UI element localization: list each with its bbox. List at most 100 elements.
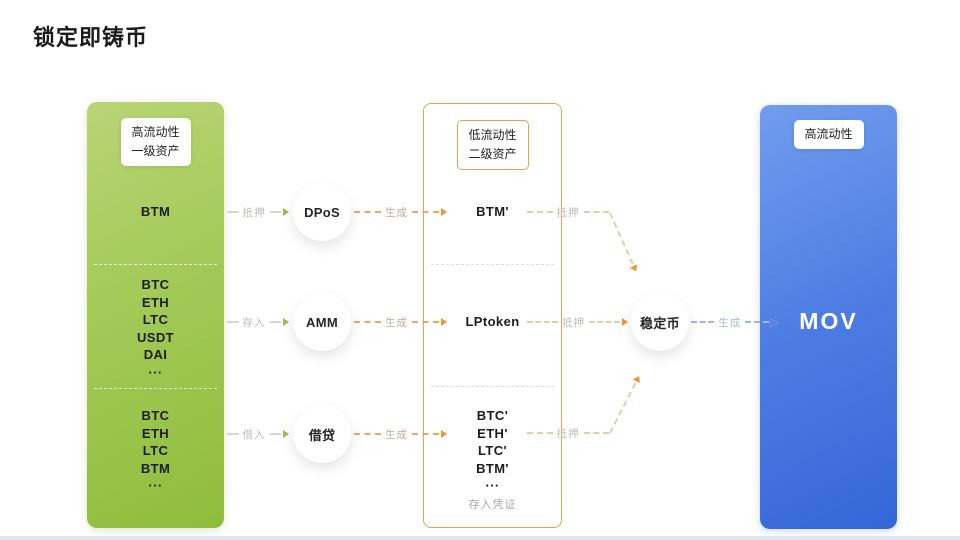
dashed-line — [269, 433, 281, 435]
dashed-line — [527, 211, 553, 213]
dashed-line — [227, 211, 239, 213]
process-circle-dpos: DPoS — [293, 183, 351, 241]
asset-label: LPtoken — [465, 314, 520, 329]
dashed-line — [745, 321, 769, 323]
asset-label: ETH' — [477, 425, 508, 441]
connector-label: 生成 — [718, 316, 742, 329]
dashed-line — [227, 433, 239, 435]
arrowhead-right-icon — [441, 430, 447, 438]
dashed-line — [354, 433, 381, 435]
asset-label: BTM' — [476, 460, 509, 476]
dashed-line — [583, 211, 609, 213]
primary-assets-tag: 高流动性 一级资产 — [120, 118, 191, 167]
asset-label: BTC — [141, 408, 170, 423]
asset-group-lptoken: LPtoken — [424, 313, 561, 331]
asset-label: BTM' — [476, 204, 509, 219]
asset-label: USDT — [137, 329, 174, 345]
asset-label: LTC — [142, 443, 169, 458]
arrowhead-right-icon — [622, 318, 628, 326]
asset-group-lending-assets: BTC ETH LTC BTM ··· — [87, 407, 224, 495]
dashed-line — [609, 212, 634, 265]
arrowhead-right-icon — [283, 208, 289, 216]
connector-generate-mov: 生成 ▷ — [691, 315, 780, 329]
secondary-assets-panel: 低流动性 二级资产 BTM' LPtoken BTC' ETH' LTC' BT… — [423, 103, 562, 528]
connector-label: 生成 — [385, 316, 408, 329]
divider — [94, 388, 217, 389]
connector-diagonal-up — [606, 374, 644, 436]
asset-label: DAI — [143, 347, 168, 362]
asset-group-deposit-certs: BTC' ETH' LTC' BTM' ··· — [424, 407, 561, 495]
connector-collateralize-bottom: 抵押 — [527, 427, 609, 440]
connector-label: 抵押 — [562, 316, 585, 329]
divider — [94, 264, 217, 265]
arrowhead-right-icon — [441, 318, 447, 326]
connector-collateralize-dpos: 抵押 — [227, 206, 289, 219]
deposit-certificate-note: 存入凭证 — [468, 499, 517, 511]
dashed-line — [412, 433, 439, 435]
divider — [431, 264, 554, 265]
connector-label: 生成 — [385, 428, 408, 441]
primary-assets-panel: 高流动性 一级资产 BTM BTC ETH LTC USDT DAI ··· B… — [87, 102, 224, 528]
asset-label: BTM — [140, 204, 171, 219]
arrowhead-icon — [629, 264, 640, 274]
mov-label: MOV — [799, 308, 858, 334]
asset-label: BTC — [141, 277, 170, 292]
process-circle-lending: 借贷 — [293, 405, 351, 463]
dashed-line — [583, 432, 609, 434]
tag-line: 低流动性 — [468, 128, 517, 142]
dashed-line — [354, 211, 381, 213]
dashed-line — [269, 211, 281, 213]
connector-label: 借入 — [242, 428, 266, 441]
connector-label: 存入 — [242, 316, 266, 329]
tag-line: 高流动性 — [804, 127, 853, 141]
connector-label: 抵押 — [556, 206, 580, 219]
asset-label: ··· — [485, 478, 500, 493]
page-title: 锁定即铸币 — [33, 25, 149, 50]
mov-tag: 高流动性 — [793, 120, 864, 150]
asset-label: ETH — [141, 425, 170, 441]
connector-generate-lptoken: 生成 — [354, 316, 447, 329]
process-label: DPoS — [304, 204, 340, 220]
dashed-line — [589, 321, 620, 323]
connector-label: 抵押 — [242, 206, 266, 219]
asset-label: BTM — [140, 460, 171, 476]
arrowhead-right-icon — [283, 318, 289, 326]
arrowhead-hollow-right-icon: ▷ — [769, 315, 780, 329]
dashed-line — [609, 382, 637, 434]
dashed-line — [527, 321, 558, 323]
connector-borrow-lending: 借入 — [227, 428, 289, 441]
arrowhead-right-icon — [283, 430, 289, 438]
process-label: AMM — [306, 314, 338, 330]
asset-group-btm: BTM — [87, 203, 224, 221]
connector-generate-btm-prime: 生成 — [354, 206, 447, 219]
tag-line: 一级资产 — [131, 144, 180, 159]
asset-label: ··· — [148, 478, 163, 493]
connector-label: 抵押 — [556, 427, 580, 440]
asset-label: ··· — [148, 364, 163, 380]
tag-line: 高流动性 — [131, 125, 180, 139]
connector-label: 生成 — [385, 206, 408, 219]
asset-label: BTC' — [476, 408, 509, 423]
stablecoin-label: 稳定币 — [640, 315, 680, 331]
asset-label: LTC' — [478, 443, 507, 458]
asset-group-amm-assets: BTC ETH LTC USDT DAI ··· — [87, 276, 224, 381]
asset-group-btm-prime: BTM' — [424, 203, 561, 221]
arrowhead-right-icon — [441, 208, 447, 216]
dashed-line — [691, 321, 715, 323]
divider — [431, 386, 554, 387]
connector-generate-certs: 生成 — [354, 428, 447, 441]
dashed-line — [412, 321, 439, 323]
tag-line: 二级资产 — [468, 147, 517, 162]
connector-collateralize-top: 抵押 — [527, 206, 609, 219]
asset-label: LTC — [142, 312, 169, 327]
mov-panel: 高流动性 MOV — [760, 105, 897, 529]
stablecoin-circle: 稳定币 — [631, 293, 689, 351]
process-label: 借贷 — [308, 427, 336, 443]
slide-bottom-edge — [0, 536, 960, 540]
dashed-line — [269, 321, 281, 323]
process-circle-amm: AMM — [293, 293, 351, 351]
asset-label: ETH — [141, 294, 170, 310]
connector-deposit-amm: 存入 — [227, 316, 289, 329]
connector-diagonal-down — [605, 211, 640, 274]
